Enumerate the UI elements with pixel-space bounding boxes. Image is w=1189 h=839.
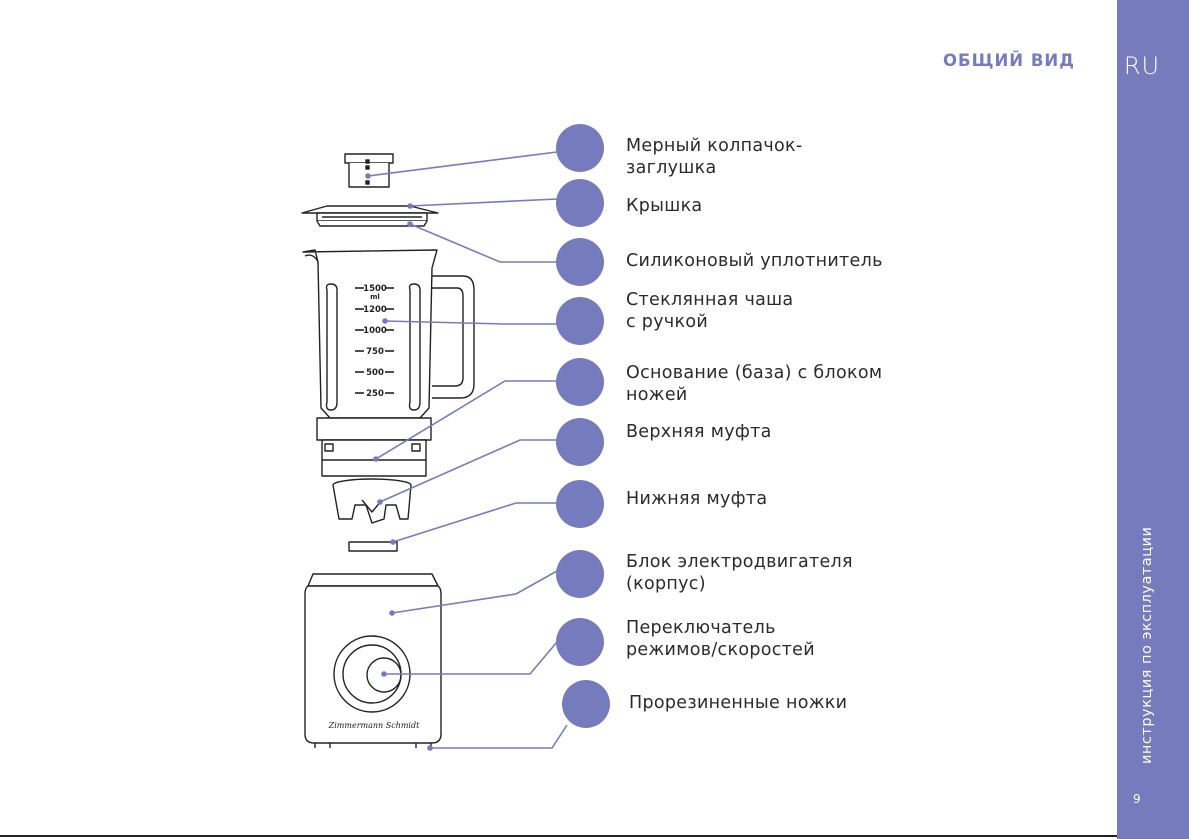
label-line: заглушка bbox=[626, 158, 717, 178]
label-line: Силиконовый уплотнитель bbox=[626, 251, 883, 271]
part-label-motor-unit: Блок электродвигателя (корпус) bbox=[626, 551, 853, 595]
callout-marker bbox=[556, 618, 604, 666]
part-label-glass-jar: Стеклянная чаша с ручкой bbox=[626, 289, 793, 333]
callout-marker bbox=[556, 358, 604, 406]
jar-scale-mark: 1000 bbox=[363, 326, 387, 336]
label-line: Основание (база) с блоком bbox=[626, 363, 883, 383]
label-line: режимов/скоростей bbox=[626, 640, 815, 660]
callout-marker bbox=[556, 238, 604, 286]
label-line: (корпус) bbox=[626, 574, 706, 594]
part-label-silicone-seal: Силиконовый уплотнитель bbox=[626, 250, 883, 272]
callout-marker bbox=[556, 480, 604, 528]
label-line: Верхняя муфта bbox=[626, 422, 772, 442]
upper-coupling-drawing bbox=[332, 478, 412, 524]
callout-marker bbox=[562, 680, 610, 728]
part-label-lower-coupling: Нижняя муфта bbox=[626, 488, 767, 510]
jar-scale-max: 1500 bbox=[363, 284, 387, 294]
jar-scale-mark: 750 bbox=[366, 347, 384, 357]
label-line: Нижняя муфта bbox=[626, 489, 768, 509]
label-line: с ручкой bbox=[626, 312, 709, 332]
lower-coupling-drawing bbox=[348, 541, 398, 552]
lid-drawing bbox=[301, 205, 439, 227]
sidebar: RU инструкция по эксплуатации 9 bbox=[1117, 0, 1189, 839]
blender-diagram: 1500 ml 1200 1000 750 500 250 Zimmermann… bbox=[301, 151, 568, 751]
label-line: Мерный колпачок- bbox=[626, 136, 803, 156]
label-line: Стеклянная чаша bbox=[626, 290, 794, 310]
page-title: ОБЩИЙ ВИД bbox=[943, 51, 1075, 70]
glass-jar-drawing bbox=[302, 249, 475, 419]
label-line: ножей bbox=[626, 385, 688, 405]
callout-marker bbox=[556, 550, 604, 598]
label-line: Крышка bbox=[626, 196, 703, 216]
label-line: Прорезиненные ножки bbox=[629, 693, 848, 713]
callout-marker bbox=[556, 418, 604, 466]
brand-logo-text: Zimmermann Schmidt bbox=[328, 721, 420, 730]
callout-marker bbox=[556, 179, 604, 227]
part-label-speed-switch: Переключатель режимов/скоростей bbox=[626, 617, 815, 661]
part-label-measuring-cap: Мерный колпачок- заглушка bbox=[626, 135, 803, 179]
part-label-upper-coupling: Верхняя муфта bbox=[626, 421, 772, 443]
measuring-cap-drawing bbox=[344, 153, 394, 188]
blade-base-drawing bbox=[316, 417, 432, 477]
part-label-blade-base: Основание (база) с блоком ножей bbox=[626, 362, 882, 406]
jar-scale-mark: 1200 bbox=[363, 305, 387, 315]
label-line: Переключатель bbox=[626, 618, 776, 638]
part-label-rubber-feet: Прорезиненные ножки bbox=[629, 692, 847, 714]
document-type-label: инструкция по эксплуатации bbox=[1139, 526, 1155, 764]
callout-marker bbox=[556, 124, 604, 172]
bottom-rule bbox=[0, 835, 1117, 837]
label-line: Блок электродвигателя bbox=[626, 552, 853, 572]
jar-scale-unit: ml bbox=[370, 293, 380, 301]
jar-scale-mark: 500 bbox=[366, 368, 384, 378]
language-code: RU bbox=[1123, 52, 1161, 80]
part-label-lid: Крышка bbox=[626, 195, 702, 217]
callout-marker bbox=[556, 297, 604, 345]
page-number: 9 bbox=[1133, 792, 1141, 806]
jar-scale-mark: 250 bbox=[366, 389, 384, 399]
